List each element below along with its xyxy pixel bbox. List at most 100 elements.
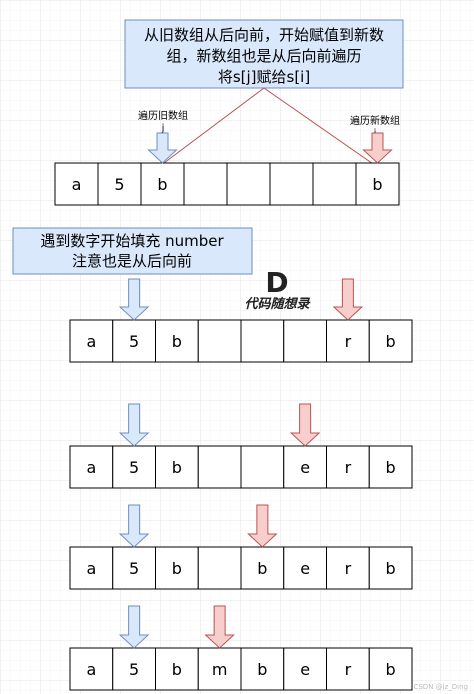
array-cell: [183, 162, 228, 206]
array-row-2: a 5 b r b: [69, 278, 413, 363]
array-cell: [283, 647, 327, 691]
blue-pointer-arrow: [118, 403, 150, 447]
connector-line-i: [263, 87, 377, 167]
array-cell-value: e: [300, 458, 310, 477]
array-cell-value: a: [86, 458, 96, 477]
array-cell: [155, 546, 199, 590]
array-cell: [69, 647, 114, 691]
array-cell-value: b: [386, 332, 396, 351]
top-note-line-2: 组，新数组也是从后向前遍历: [166, 47, 361, 65]
blue-pointer-arrow: [118, 278, 150, 321]
array-cell: [368, 647, 413, 691]
arrays-layer: a 5 b b a 5 b r b a 5 b e r b a 5 b b e r b a 5 b m b e r b: [54, 132, 413, 691]
top-note-line-3: 将s[j]赋给s[i]: [218, 68, 310, 86]
i-pointer-label: 遍历新数组: [350, 114, 400, 127]
array-cell-value: 5: [129, 332, 139, 351]
array-cell: [112, 445, 156, 489]
array-cell-value: r: [345, 660, 352, 679]
array-row-3: a 5 b e r b: [69, 403, 413, 489]
array-cell-value: b: [172, 660, 182, 679]
middle-note-line-2: 注意也是从后向前: [72, 252, 192, 270]
blue-pointer-arrow: [118, 504, 150, 548]
array-cell-value: a: [86, 660, 96, 679]
array-cell: [155, 647, 199, 691]
array-cell-value: b: [372, 175, 382, 194]
red-pointer-arrow: [362, 132, 393, 164]
logo-text: 代码随想录: [244, 296, 311, 312]
top-note-box: [124, 19, 404, 89]
array-cell: [197, 319, 242, 363]
array-cell: [240, 319, 285, 363]
array-cell-value: r: [345, 332, 352, 351]
array-row-1: a 5 b b: [54, 132, 400, 206]
red-pointer-arrow: [332, 278, 364, 321]
array-cell-value: b: [257, 559, 267, 578]
array-cell-value: e: [300, 660, 310, 679]
array-cell-value: b: [157, 175, 167, 194]
array-cell-value: 5: [129, 660, 139, 679]
array-cell: [69, 319, 114, 363]
middle-note: 遇到数字开始填充 number 注意也是从后向前: [12, 227, 253, 275]
array-cell-value: a: [86, 332, 96, 351]
credit-text: CSDN @jz_Ding: [413, 683, 468, 691]
array-cell: [368, 319, 413, 363]
logo-letter: D: [265, 266, 288, 299]
array-cell-value: 5: [129, 458, 139, 477]
middle-note-box: [12, 227, 253, 275]
array-cell: [283, 319, 327, 363]
array-cell-value: b: [257, 660, 267, 679]
array-cell: [69, 546, 114, 590]
array-cell: [155, 445, 199, 489]
array-cell-value: r: [345, 458, 352, 477]
array-cell: [69, 445, 114, 489]
red-pointer-arrow: [247, 504, 278, 548]
array-cell-value: b: [386, 559, 396, 578]
array-cell: [97, 162, 142, 206]
j-pointer-letter: j: [161, 123, 165, 134]
array-cell-value: b: [172, 559, 182, 578]
array-cell: [283, 546, 327, 590]
array-cell-value: b: [386, 660, 396, 679]
array-cell: [326, 546, 370, 590]
blue-pointer-arrow: [118, 605, 150, 649]
array-cell-value: 5: [114, 175, 124, 194]
array-cell: [368, 546, 413, 590]
array-cell: [368, 445, 413, 489]
array-cell: [240, 647, 285, 691]
array-cell: [226, 162, 271, 206]
array-cell-value: b: [172, 332, 182, 351]
array-cell-value: a: [86, 559, 96, 578]
array-cell: [312, 162, 357, 206]
array-cell-value: m: [212, 660, 228, 679]
top-note: 从旧数组从后向前，开始赋值到新数 组，新数组也是从后向前遍历 将s[j]赋给s[…: [124, 19, 404, 89]
array-cell: [112, 319, 156, 363]
array-cell: [54, 162, 99, 206]
array-cell: [240, 546, 285, 590]
array-cell: [197, 445, 242, 489]
red-pointer-arrow: [204, 605, 235, 649]
j-pointer-label: 遍历旧数组: [138, 109, 188, 122]
array-cell: [197, 546, 242, 590]
array-cell-value: r: [345, 559, 352, 578]
top-note-line-1: 从旧数组从后向前，开始赋值到新数: [144, 26, 384, 44]
array-cell-value: 5: [129, 559, 139, 578]
array-cell-value: b: [172, 458, 182, 477]
array-cell: [112, 546, 156, 590]
array-cell: [326, 445, 370, 489]
array-cell: [326, 319, 370, 363]
array-row-4: a 5 b b e r b: [69, 504, 413, 590]
array-cell: [240, 445, 285, 489]
array-cell: [269, 162, 314, 206]
array-cell: [283, 445, 327, 489]
array-cell-value: a: [72, 175, 82, 194]
connector-line-j: [159, 87, 265, 167]
array-cell-value: b: [386, 458, 396, 477]
array-cell-value: e: [300, 559, 310, 578]
array-row-5: a 5 b m b e r b: [69, 605, 413, 691]
middle-note-line-1: 遇到数字开始填充 number: [40, 232, 224, 250]
blue-pointer-arrow: [147, 132, 178, 164]
watermark-logo: D 代码随想录: [244, 266, 311, 312]
red-pointer-arrow: [289, 403, 321, 447]
array-cell: [355, 162, 400, 206]
